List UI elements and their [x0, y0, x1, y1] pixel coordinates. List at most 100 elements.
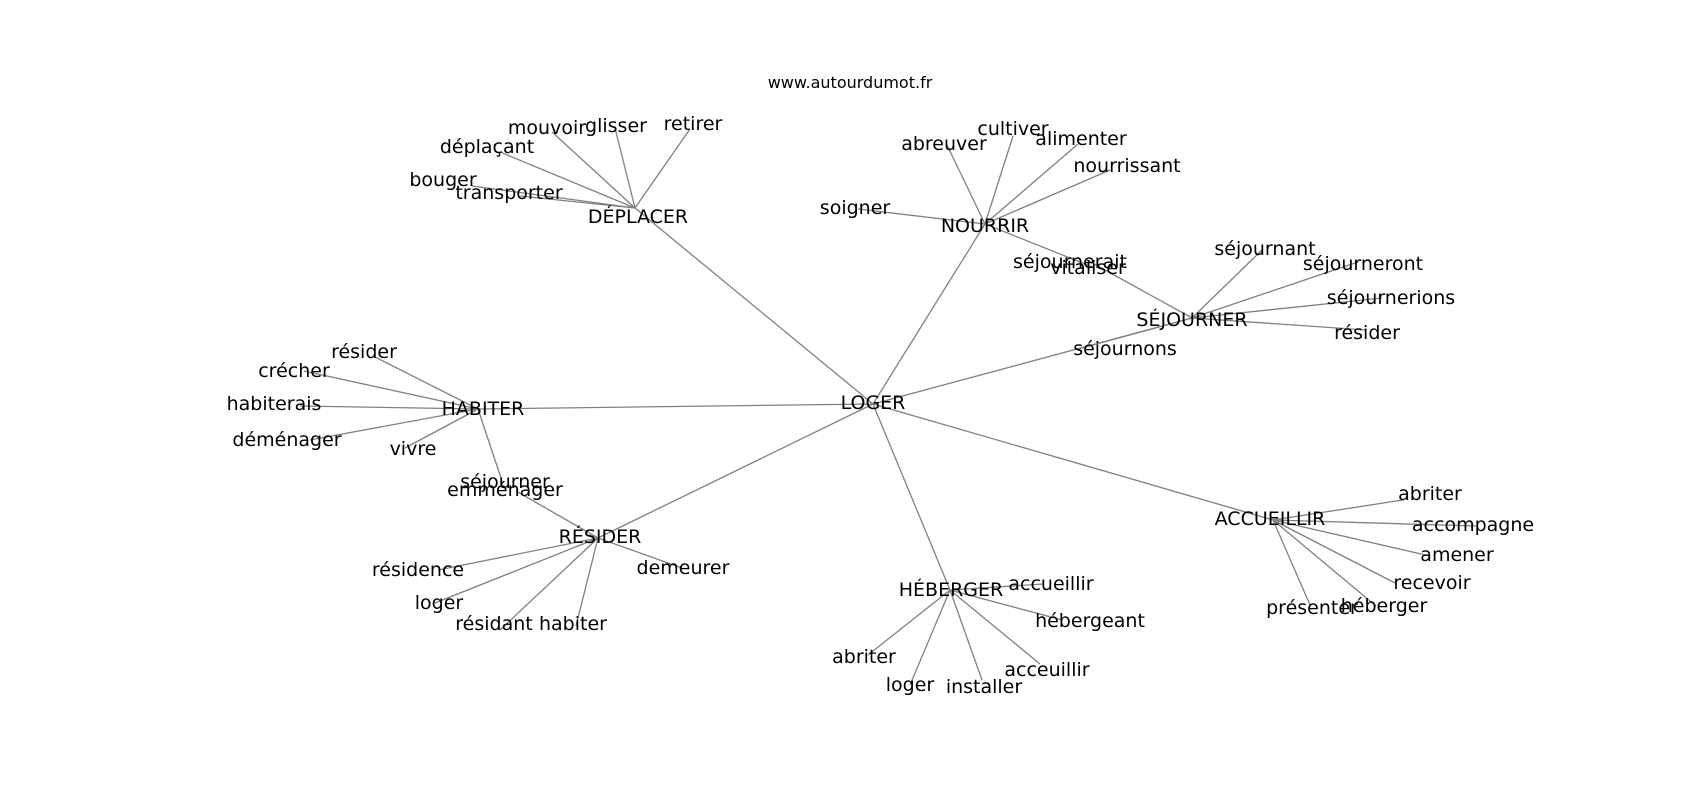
leaf-node-label: habiter: [539, 613, 607, 635]
hub-node-label: HABITER: [442, 398, 525, 420]
leaf-node-label: glisser: [585, 115, 647, 137]
leaf-node-label: résidence: [372, 559, 464, 581]
site-watermark: www.autourdumot.fr: [767, 73, 933, 92]
edge-hub-to-leaf: [1272, 499, 1404, 521]
edge-hub-to-leaf: [1272, 519, 1396, 584]
edge-hub-to-leaf: [946, 144, 986, 225]
leaf-node-label: transporter: [455, 182, 562, 204]
edge-hub-to-leaf: [1191, 317, 1367, 331]
leaf-node-label: séjournons: [1073, 338, 1177, 360]
leaf-node-label: installer: [946, 676, 1023, 698]
edge-hub-to-leaf: [499, 537, 599, 631]
edge-hub-to-leaf: [1272, 519, 1477, 527]
leaf-node-label: héberger: [1341, 595, 1428, 617]
edge-hub-to-leaf: [597, 537, 683, 569]
edge-hub-to-leaf: [1272, 519, 1431, 557]
edge-hub-to-leaf: [1086, 259, 1193, 319]
leaf-node-label: déménager: [232, 429, 341, 451]
leaf-node-label: accompagne: [1412, 514, 1534, 536]
leaf-node-label: habiterais: [227, 393, 322, 415]
edge-hub-to-leaf: [477, 408, 503, 482]
hub-node-label: RÉSIDER: [559, 525, 642, 548]
edge-hub-to-leaf: [984, 135, 1014, 225]
edge-root-to-hub: [477, 403, 874, 410]
leaf-node-label: déplaçant: [440, 136, 534, 158]
hub-node-label: DÉPLACER: [588, 205, 688, 228]
leaf-node-label: loger: [415, 592, 464, 614]
leaf-node-label: séjourneront: [1303, 253, 1423, 275]
leaf-node-label: résider: [1334, 322, 1400, 344]
leaf-node-label: alimenter: [1035, 128, 1127, 150]
leaf-node-label: loger: [886, 674, 935, 696]
leaf-node-label: hébergeant: [1035, 610, 1145, 632]
edge-hub-to-leaf: [303, 370, 479, 410]
edge-hub-to-leaf: [949, 583, 1044, 591]
edge-hub-to-leaf: [575, 537, 599, 627]
leaf-node-label: retirer: [664, 113, 723, 135]
hub-node-label: ACCUEILLIR: [1215, 508, 1326, 530]
edge-hub-to-leaf: [437, 537, 599, 571]
hub-node-label: HÉBERGER: [899, 578, 1003, 601]
leaf-node-label: bouger: [409, 169, 476, 191]
edge-hub-to-leaf: [1191, 261, 1359, 319]
edge-hub-to-leaf: [471, 185, 636, 209]
edge-hub-to-leaf: [614, 127, 636, 209]
edge-hub-to-leaf: [634, 128, 691, 209]
edge-hub-to-leaf: [1272, 519, 1311, 606]
edge-hub-to-leaf: [372, 355, 479, 410]
leaf-node-label: recevoir: [1393, 572, 1470, 594]
leaf-node-label: séjournant: [1214, 238, 1315, 260]
edge-hub-to-leaf: [984, 143, 1079, 225]
leaf-node-label: abriter: [1398, 483, 1462, 505]
edge-hub-to-leaf: [867, 589, 951, 656]
hub-node-label: SÉJOURNER: [1136, 308, 1247, 331]
edge-hub-to-leaf: [949, 589, 1041, 665]
leaf-node-label: mouvoir: [508, 117, 586, 139]
edge-hub-to-leaf: [1272, 519, 1377, 607]
leaf-node-label: abriter: [832, 646, 896, 668]
leaf-node-label: cultiver: [977, 118, 1048, 140]
edge-hub-to-leaf: [309, 408, 479, 441]
edge-hub-to-leaf: [515, 490, 599, 539]
edge-hub-to-leaf: [551, 131, 636, 209]
edge-root-to-hub: [634, 207, 874, 405]
edge-hub-to-leaf: [984, 223, 1096, 269]
edge-hub-to-leaf: [434, 537, 599, 604]
leaf-node-label: soigner: [820, 197, 891, 219]
graph-edges: [299, 127, 1477, 686]
leaf-node-label: présenter: [1266, 597, 1358, 619]
edge-hub-to-leaf: [984, 169, 1111, 225]
edge-hub-to-leaf: [1191, 248, 1264, 319]
leaf-node-label: demeurer: [637, 557, 730, 579]
leaf-node-label: séjournerait: [1013, 251, 1127, 273]
leaf-node-label: crécher: [258, 360, 330, 382]
edge-hub-to-leaf: [299, 405, 479, 410]
leaf-node-label: nourrissant: [1073, 155, 1180, 177]
edge-root-to-hub: [872, 403, 1274, 521]
edge-hub-to-leaf: [1191, 297, 1383, 319]
root-node-label: LOGER: [841, 392, 906, 414]
edge-hub-to-leaf: [857, 208, 986, 225]
edge-hub-to-leaf: [499, 151, 636, 209]
leaf-node-label: séjourner: [460, 471, 550, 493]
edge-hub-to-leaf: [1077, 317, 1193, 350]
hub-node-label: NOURRIR: [941, 215, 1029, 237]
leaf-node-label: résider: [331, 341, 397, 363]
leaf-node-label: amener: [1420, 544, 1494, 566]
leaf-node-label: accueillir: [1008, 573, 1093, 595]
edge-hub-to-leaf: [404, 408, 479, 449]
leaf-node-label: emménager: [447, 479, 563, 501]
edge-root-to-hub: [872, 223, 986, 405]
leaf-node-label: résidant: [455, 613, 532, 635]
leaf-node-label: abreuver: [901, 133, 987, 155]
edge-hub-to-leaf: [909, 589, 951, 686]
edge-root-to-hub: [597, 403, 874, 539]
edge-hub-to-leaf: [519, 195, 636, 209]
edge-hub-to-leaf: [949, 589, 1063, 621]
leaf-node-label: séjournerions: [1327, 287, 1455, 309]
leaf-node-label: vivre: [390, 438, 437, 460]
leaf-node-label: vitaliser: [1050, 257, 1126, 279]
edge-root-to-hub: [872, 403, 951, 591]
